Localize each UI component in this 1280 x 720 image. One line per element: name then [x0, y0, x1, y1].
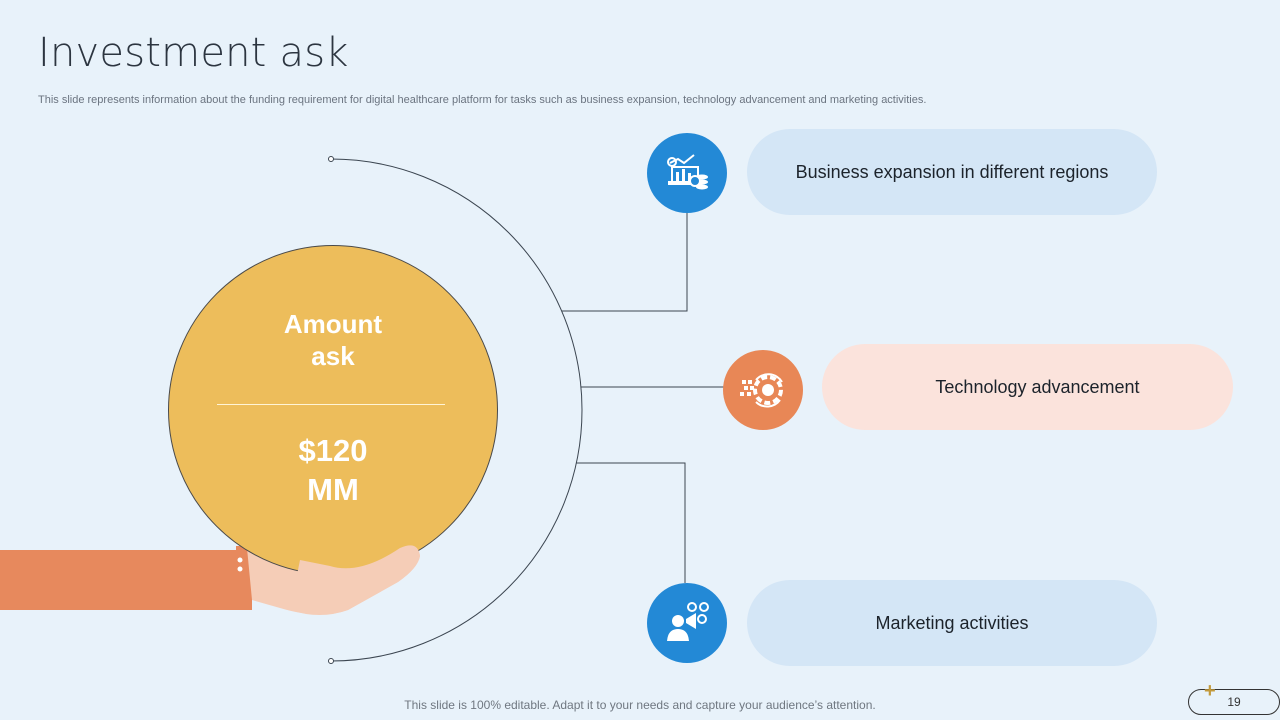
item-business-expansion-label: Business expansion in different regions: [795, 161, 1109, 182]
connector-business: [562, 213, 688, 312]
item-technology-advancement-label: Technology advancement: [935, 376, 1140, 397]
item-marketing-activities: Marketing activities: [747, 580, 1157, 666]
footer-note: This slide is 100% editable. Adapt it to…: [404, 698, 876, 712]
tech-gear-icon: [723, 350, 803, 430]
amount-value-line2: MM: [307, 472, 359, 507]
page-number: 19: [1188, 689, 1280, 715]
sleeve: [0, 550, 252, 610]
amount-value: $120 MM: [169, 431, 497, 509]
amount-divider: [217, 404, 445, 405]
item-technology-advancement: Technology advancement: [822, 344, 1233, 430]
cuff-button: [237, 557, 243, 563]
business-growth-icon: [647, 133, 727, 213]
cuff-button: [237, 566, 243, 572]
amount-value-line1: $120: [298, 433, 368, 468]
amount-label-line2: ask: [311, 341, 355, 371]
semicircle-arc: [330, 158, 583, 662]
item-marketing-activities-label: Marketing activities: [875, 612, 1029, 633]
slide-title: Investment ask: [38, 30, 349, 76]
slide-subtitle: This slide represents information about …: [38, 94, 927, 106]
item-business-expansion: Business expansion in different regions: [747, 129, 1157, 215]
connector-marketing: [576, 462, 686, 583]
amount-ask-coin: Amount ask $120 MM: [168, 245, 498, 575]
plus-icon: +: [1204, 680, 1216, 702]
arc-bottom-endpoint: [328, 658, 334, 664]
arc-top-endpoint: [328, 156, 334, 162]
amount-label: Amount ask: [169, 308, 497, 372]
amount-label-line1: Amount: [283, 309, 383, 339]
megaphone-person-icon: [647, 583, 727, 663]
